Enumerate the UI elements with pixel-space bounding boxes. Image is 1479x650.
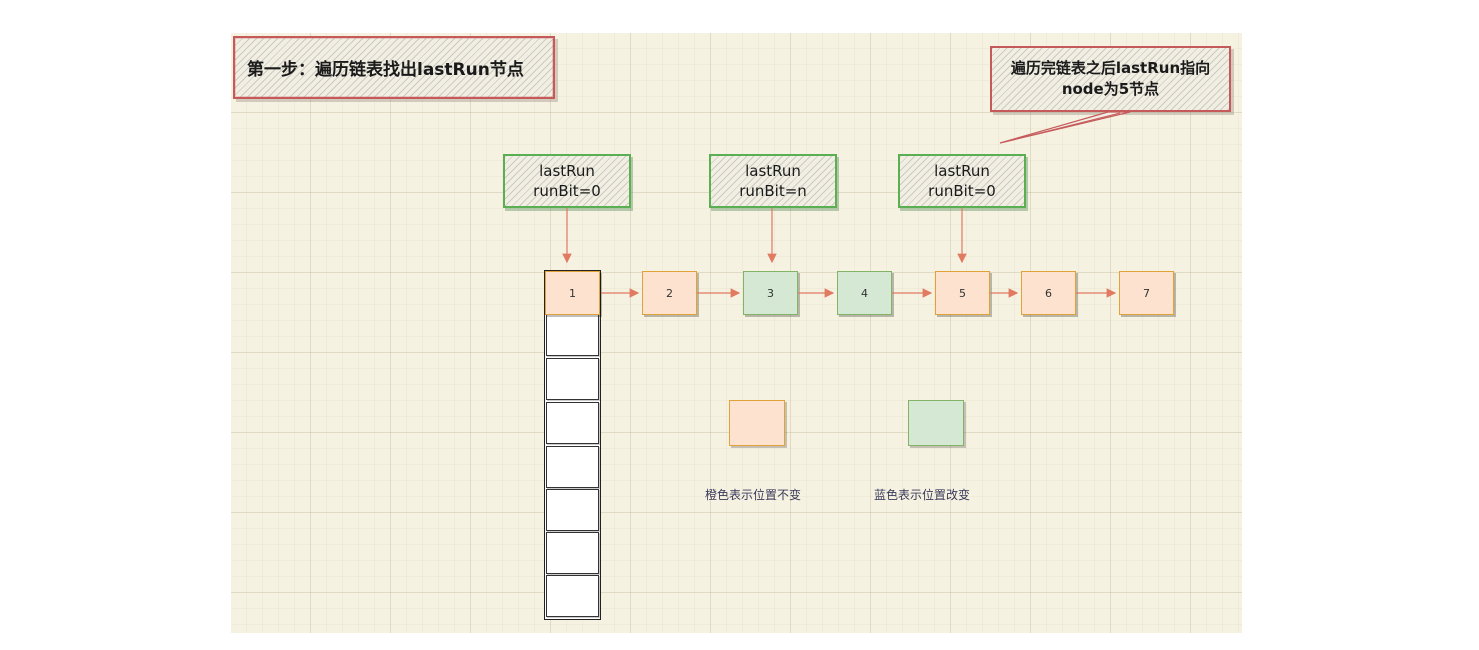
diagram-canvas bbox=[231, 33, 1242, 633]
node-label: 7 bbox=[1143, 286, 1150, 300]
list-node: 3 bbox=[743, 271, 798, 315]
list-node: 4 bbox=[837, 271, 892, 315]
array-slot bbox=[546, 575, 599, 617]
legend-green-swatch bbox=[908, 400, 964, 446]
array-slot bbox=[546, 358, 599, 400]
list-node: 5 bbox=[935, 271, 990, 315]
array-slot bbox=[546, 402, 599, 444]
note-callout: 遍历完链表之后lastRun指向node为5节点 bbox=[990, 46, 1231, 112]
lastrun-pointer-box: lastRun runBit=0 bbox=[503, 154, 631, 208]
node-label: 2 bbox=[666, 286, 673, 300]
pointer-runbit: runBit=0 bbox=[533, 182, 601, 200]
pointer-label: lastRun bbox=[745, 162, 801, 180]
list-node: 6 bbox=[1021, 271, 1076, 315]
legend-orange-label: 橙色表示位置不变 bbox=[705, 488, 802, 502]
node-label: 3 bbox=[767, 286, 774, 300]
array-slot bbox=[546, 446, 599, 488]
hash-table-array bbox=[544, 270, 601, 620]
note-text: 遍历完链表之后lastRun指向node为5节点 bbox=[1010, 59, 1211, 98]
pointer-runbit: runBit=n bbox=[739, 182, 807, 200]
pointer-label: lastRun bbox=[539, 162, 595, 180]
node-label: 6 bbox=[1045, 286, 1052, 300]
node-label: 5 bbox=[959, 286, 966, 300]
legend-green-label: 蓝色表示位置改变 bbox=[874, 488, 971, 502]
list-node: 2 bbox=[642, 271, 697, 315]
node-label: 4 bbox=[861, 286, 868, 300]
callout-tail-line bbox=[999, 112, 1121, 144]
lastrun-pointer-box: lastRun runBit=n bbox=[709, 154, 837, 208]
array-slot bbox=[546, 532, 599, 574]
step-title-text: 第一步：遍历链表找出lastRun节点 bbox=[247, 60, 524, 80]
pointer-runbit: runBit=0 bbox=[928, 182, 996, 200]
node-label: 1 bbox=[569, 286, 576, 300]
array-slot bbox=[546, 489, 599, 531]
list-node: 7 bbox=[1119, 271, 1174, 315]
legend-orange-swatch bbox=[729, 400, 785, 446]
lastrun-pointer-box: lastRun runBit=0 bbox=[898, 154, 1026, 208]
step-title: 第一步：遍历链表找出lastRun节点 bbox=[233, 36, 555, 99]
pointer-label: lastRun bbox=[934, 162, 990, 180]
list-node: 1 bbox=[545, 271, 600, 315]
array-slot bbox=[546, 314, 599, 356]
